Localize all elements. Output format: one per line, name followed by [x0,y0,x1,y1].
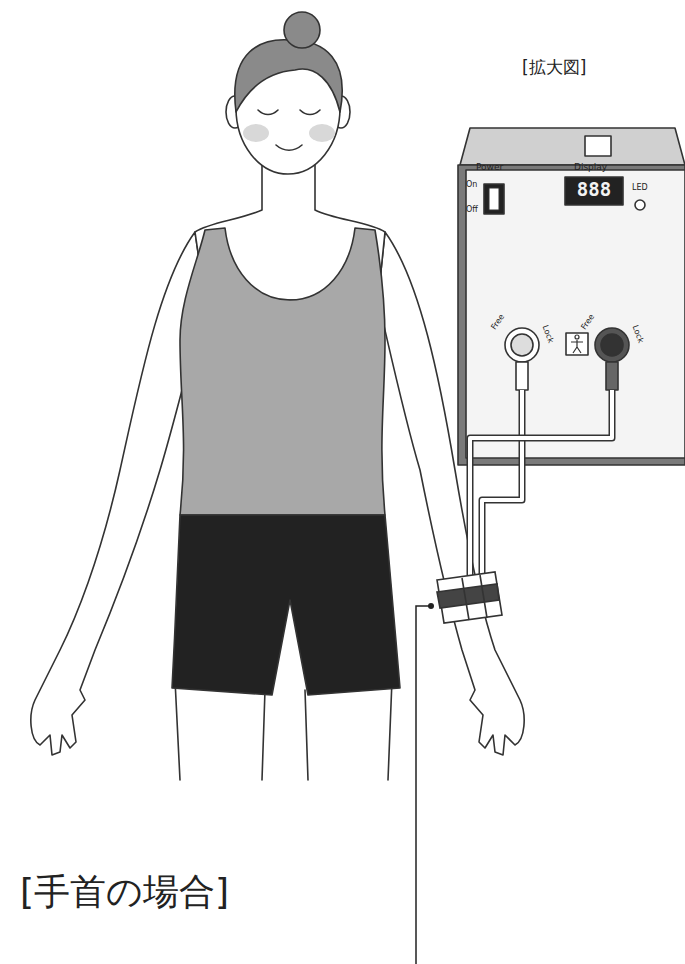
plug [516,362,528,390]
device-housing [458,165,685,465]
device-panel [466,170,685,458]
led [635,200,645,210]
leader-line [416,606,431,964]
cheek [309,124,335,142]
switch-rocker [489,188,499,210]
label-text: Off [466,206,478,215]
display [565,177,623,205]
tank-top [180,228,385,515]
label-text: 888 [565,179,623,200]
connector [595,328,629,362]
label-text: Power [476,163,503,173]
label-text: [手首の場合] [20,872,229,912]
connector [511,334,533,356]
cable [482,390,522,575]
label-text: [拡大図] [522,58,586,77]
hair-bun [284,12,320,48]
cable [470,390,612,575]
plug [606,362,618,390]
connector [505,328,539,362]
patient-symbol [571,335,583,353]
legs [175,680,392,780]
cable [482,390,522,575]
label-text: Display [574,163,607,173]
patient-symbol [566,333,588,355]
label-text: On [466,181,477,190]
hair [235,40,342,112]
power-switch [484,184,504,214]
label-text: LED [632,184,648,193]
connector [601,334,623,356]
device-logo [585,136,611,156]
cheek [243,124,269,142]
shorts [172,515,400,695]
device-top [460,128,685,165]
cable [470,390,612,575]
wrist-band [437,572,502,623]
